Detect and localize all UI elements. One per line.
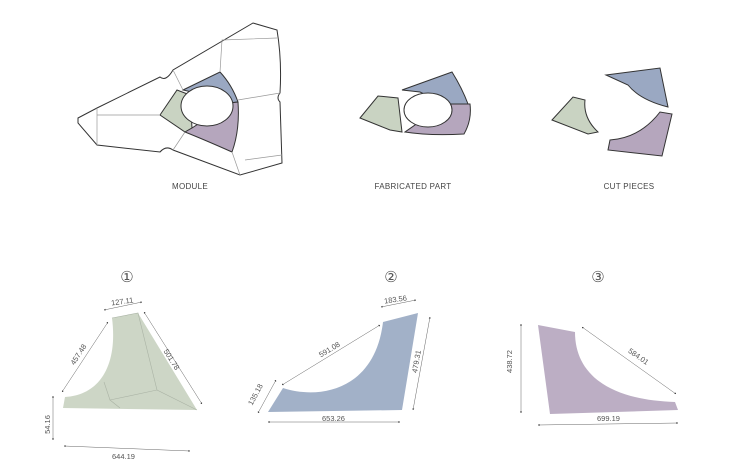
module-drawing bbox=[77, 22, 283, 176]
dim-1-height: 54.16 bbox=[42, 415, 52, 434]
module-hole bbox=[180, 85, 234, 127]
label-fabricated-part: FABRICATED PART bbox=[374, 182, 452, 191]
piece-3-number: ③ bbox=[591, 269, 605, 286]
piece-2-number: ② bbox=[384, 269, 398, 286]
dim-3-left: 438.72 bbox=[504, 350, 514, 373]
fabricated-part-drawing bbox=[359, 71, 471, 136]
dim-3-bottom: 699.19 bbox=[597, 414, 620, 423]
piece-2-drawing bbox=[257, 299, 431, 423]
piece-1-number: ① bbox=[120, 269, 134, 286]
piece-3-drawing bbox=[520, 324, 679, 426]
dim-2-bottom: 653.26 bbox=[322, 414, 345, 423]
dim-1-bottom: 644.19 bbox=[112, 452, 135, 461]
piece-1-drawing bbox=[52, 301, 203, 452]
label-module: MODULE bbox=[171, 182, 209, 191]
label-cut-pieces: CUT PIECES bbox=[603, 182, 655, 191]
cut-pieces-drawing bbox=[551, 67, 673, 157]
